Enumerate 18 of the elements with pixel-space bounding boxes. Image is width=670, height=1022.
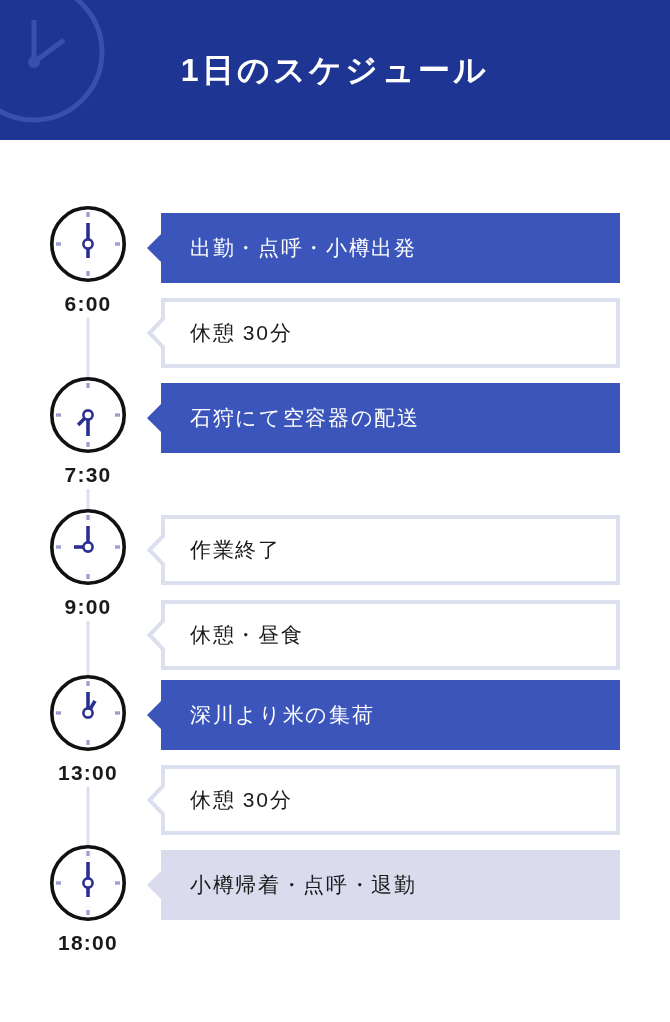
event-label: 休憩 30分 <box>190 787 294 813</box>
event-label: 作業終了 <box>190 537 282 563</box>
timeline-connector <box>86 489 90 509</box>
event-label: 休憩 30分 <box>190 320 294 346</box>
event-label: 休憩・昼食 <box>190 622 305 648</box>
time-label: 7:30 <box>64 463 112 487</box>
event-label: 出勤・点呼・小樽出発 <box>190 235 418 261</box>
event-label: 小樽帰着・点呼・退勤 <box>190 872 418 898</box>
event-label: 石狩にて空容器の配送 <box>190 405 421 431</box>
timeline-connector <box>86 621 90 675</box>
title: 1日のスケジュール <box>179 51 491 90</box>
time-label: 18:00 <box>58 931 118 955</box>
timeline-connector <box>86 787 90 845</box>
time-label: 9:00 <box>64 595 112 619</box>
event-label: 深川より米の集荷 <box>190 702 376 728</box>
time-label: 13:00 <box>58 761 118 785</box>
timeline-connector <box>86 318 90 377</box>
time-label: 6:00 <box>64 292 112 316</box>
